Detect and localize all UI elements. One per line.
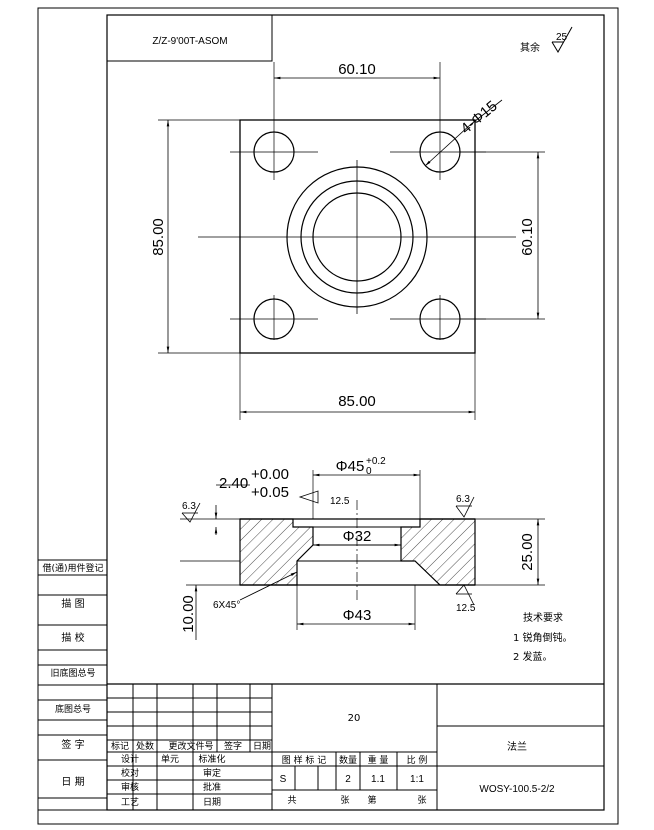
dim-flange-thickness: 25.00 (519, 533, 536, 571)
section-left-half (239, 518, 314, 586)
sheet-no-label: 第 (367, 794, 376, 806)
section-view (180, 470, 545, 640)
top-drawing-number-box: Z/Z-9'00T-ASOM (106, 14, 273, 62)
stage-header-weight: 重 量 (368, 754, 389, 766)
roughness-bottom: 12.5 (456, 603, 476, 614)
stage-weight-value: 1.1 (371, 774, 385, 785)
dim-hole-spacing-right: 60.10 (519, 218, 536, 256)
roughness-left: 6.3 (182, 501, 196, 512)
chamfer-note: 6X45° (213, 600, 240, 611)
rev-header-doc: 更改文件号 (168, 740, 213, 752)
strip-old-base-no: 旧底图总号 (50, 667, 95, 679)
flange-outline (239, 119, 476, 354)
tech-req-item-1: 1 锐角倒钝。 (513, 631, 573, 644)
dim-counterbore-diameter: Φ43 (343, 607, 372, 624)
dim-recess-depth: 2.40 (219, 475, 248, 492)
outer-frame (37, 7, 619, 825)
sign-approve: 批准 (203, 781, 221, 793)
stage-qty-value: 2 (345, 774, 351, 785)
sheet-total-label: 共 (287, 795, 296, 806)
dim-depth-tol-upper: +0.00 (251, 466, 289, 483)
rev-header-sign: 签字 (224, 740, 242, 752)
strip-tracing: 描 图 (61, 597, 84, 610)
dim-hole-diameter: 4-Φ15 (458, 98, 501, 138)
dim-depth-tol-lower: +0.05 (251, 484, 289, 501)
roughness-rest-label: 其余 (520, 41, 540, 54)
material: 20 (348, 713, 361, 724)
strip-base-no: 底图总号 (55, 703, 91, 715)
strip-signature: 签 字 (61, 738, 84, 751)
dim-overall-width: 85.00 (338, 393, 376, 410)
stage-header-scale: 比 例 (407, 754, 428, 766)
inner-frame (106, 14, 605, 811)
tech-req-item-2: 2 发蓝。 (513, 650, 553, 663)
sign-date: 日期 (203, 797, 221, 808)
dim-step-height: 10.00 (180, 595, 197, 633)
drawing-number: WOSY-100.5-2/2 (479, 784, 555, 795)
svg-text:0: 0 (366, 466, 372, 477)
roughness-right: 6.3 (456, 494, 470, 505)
strip-date: 日 期 (61, 776, 84, 788)
dim-overall-height: 85.00 (150, 218, 167, 256)
dim-recess-diameter: Φ45 (336, 458, 365, 475)
sign-standardize: 标准化 (198, 753, 225, 765)
sign-audit: 审核 (121, 781, 139, 793)
top-view (158, 62, 545, 420)
dim-bore-diameter: Φ32 (343, 528, 372, 545)
dim-recess-tolerance: +0.2 (366, 456, 386, 467)
sign-process: 工艺 (121, 797, 139, 808)
rev-header-count: 处数 (136, 740, 154, 752)
strip-borrowed-reg: 借(通)用件登记 (42, 562, 103, 574)
rev-header-date: 日期 (253, 741, 271, 752)
dim-hole-spacing-top: 60.10 (338, 61, 376, 78)
sign-unit: 单元 (161, 753, 179, 765)
tech-req-title: 技术要求 (523, 611, 563, 624)
sheet-no-unit: 张 (417, 795, 426, 806)
roughness-rest-value: 25 (556, 32, 568, 43)
sheet-total-unit: 张 (340, 795, 349, 806)
stage-header-qty: 数量 (339, 754, 357, 766)
rev-header-mark: 标记 (111, 740, 129, 752)
roughness-top-center: 12.5 (330, 496, 350, 507)
stage-header-mark: 图 样 标 记 (282, 754, 327, 766)
sign-check: 校对 (121, 767, 139, 779)
sign-design: 设计 (121, 753, 139, 765)
section-right-half (400, 518, 476, 586)
stage-mark-value: S (280, 774, 287, 785)
part-name: 法兰 (507, 740, 527, 753)
stage-scale-value: 1:1 (410, 774, 424, 785)
title-block (107, 683, 604, 810)
top-drawing-number: Z/Z-9'00T-ASOM (152, 36, 227, 47)
roughness-rest: 其余 25 (520, 26, 573, 54)
left-strip (38, 559, 107, 811)
strip-trace-check: 描 校 (61, 631, 84, 644)
sign-review: 审定 (203, 767, 221, 779)
